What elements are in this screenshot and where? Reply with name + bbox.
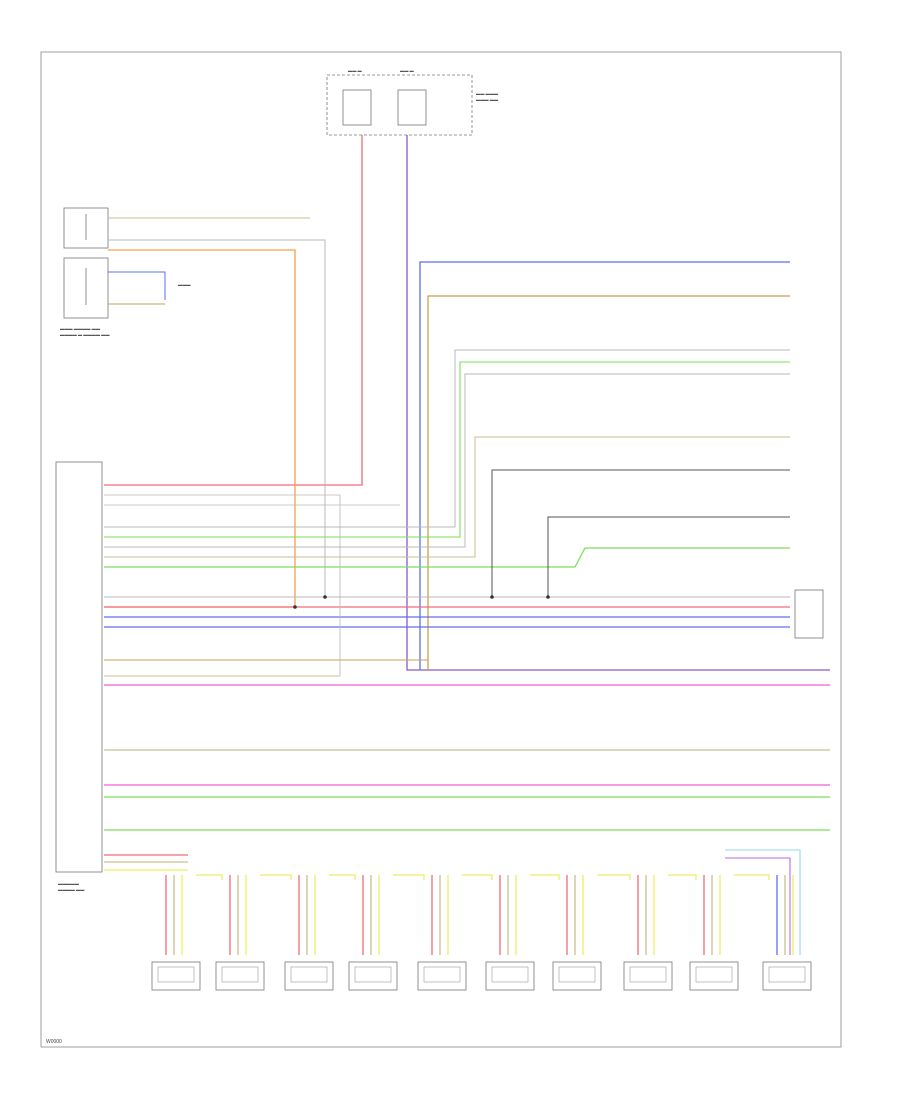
sensor-box: [417, 961, 467, 991]
bottom-components: [104, 849, 812, 991]
daisy-chain: [196, 874, 223, 880]
sensor-box: [348, 961, 398, 991]
svg-text:▬▬▬▬ ▬▬: ▬▬▬▬ ▬▬: [58, 887, 85, 892]
sensor-box: [151, 961, 201, 991]
wire-feed-violet: [725, 857, 791, 955]
wire-fuse-red: [104, 135, 363, 486]
sensor-top-left: ▬▬▬ ▬▬▬▬ ▬▬ ▬▬▬▬ ▬ ▬▬▬▬ ▬▬ ▬▬▬: [60, 207, 191, 337]
sensor-box: [689, 961, 739, 991]
sensor-inner: [768, 966, 806, 983]
right-connector-box: [794, 589, 824, 639]
sensor-inner: [491, 966, 529, 983]
svg-text:▬▬▬ ▬▬▬▬ ▬▬: ▬▬▬ ▬▬▬▬ ▬▬: [60, 326, 101, 331]
splice-dot: [546, 595, 550, 599]
splice-group: [293, 595, 550, 609]
splice-dot: [490, 595, 494, 599]
sensor-inner: [695, 966, 733, 983]
splice-dot: [323, 595, 327, 599]
sensor-inner: [629, 966, 667, 983]
sensor-box: [284, 961, 334, 991]
control-module: ▬▬▬▬▬ ▬▬▬▬ ▬▬: [55, 461, 103, 892]
svg-text:▬▬ ▬: ▬▬ ▬: [400, 68, 415, 73]
wire-dark-a: [491, 469, 790, 597]
wire-dark-b: [547, 516, 790, 597]
fuse-block: ▬▬ ▬ ▬▬ ▬ ▬▬ ▬▬▬ ▬▬▬ ▬▬: [326, 68, 499, 136]
wire-feed-cyan: [725, 849, 801, 955]
wire-khaki: [104, 436, 790, 558]
daisy-chain: [530, 874, 560, 880]
svg-text:▬▬▬ ▬▬: ▬▬▬ ▬▬: [476, 97, 499, 102]
diagram-frame: [40, 51, 842, 1048]
wire-sensor-2: [104, 239, 326, 598]
sensor-inner: [290, 966, 328, 983]
daisy-chain: [597, 874, 631, 880]
sensor-inner: [354, 966, 392, 983]
wire-group: [104, 135, 830, 831]
wire-green-a: [104, 361, 790, 538]
page-code: W0000: [46, 1039, 62, 1045]
daisy-chain: [462, 874, 493, 880]
wire-gray-d: [104, 494, 341, 676]
svg-text:▬▬▬▬▬: ▬▬▬▬▬: [58, 881, 80, 886]
sensor-inner: [558, 966, 596, 983]
svg-text:▬▬ ▬: ▬▬ ▬: [348, 68, 363, 73]
sensor-box: [762, 961, 812, 991]
splice-dot: [293, 605, 297, 609]
sensor-inner: [157, 966, 195, 983]
wire-sensor-blue: [108, 271, 166, 300]
wire-tan-top: [427, 295, 790, 670]
sensor-box: [552, 961, 602, 991]
wire-fuse-purple: [406, 135, 830, 671]
wire-gray-b: [104, 373, 790, 548]
svg-text:▬▬ ▬▬▬: ▬▬ ▬▬▬: [476, 91, 499, 96]
svg-text:▬▬▬▬ ▬ ▬▬▬▬ ▬▬: ▬▬▬▬ ▬ ▬▬▬▬ ▬▬: [60, 332, 110, 337]
sensor-box: [623, 961, 673, 991]
daisy-chain: [329, 874, 356, 880]
daisy-chain: [668, 874, 697, 880]
wire-gray-a: [104, 349, 790, 528]
sensor-inner: [423, 966, 461, 983]
wire-green-b: [104, 547, 790, 568]
sensor-box: [215, 961, 265, 991]
sensor-inner: [221, 966, 259, 983]
sensor-box: [485, 961, 535, 991]
svg-text:▬▬▬: ▬▬▬: [178, 282, 191, 287]
daisy-chain: [734, 874, 770, 880]
daisy-chain: [393, 874, 425, 880]
daisy-chain: [260, 874, 292, 880]
wire-blue-top: [419, 261, 790, 670]
